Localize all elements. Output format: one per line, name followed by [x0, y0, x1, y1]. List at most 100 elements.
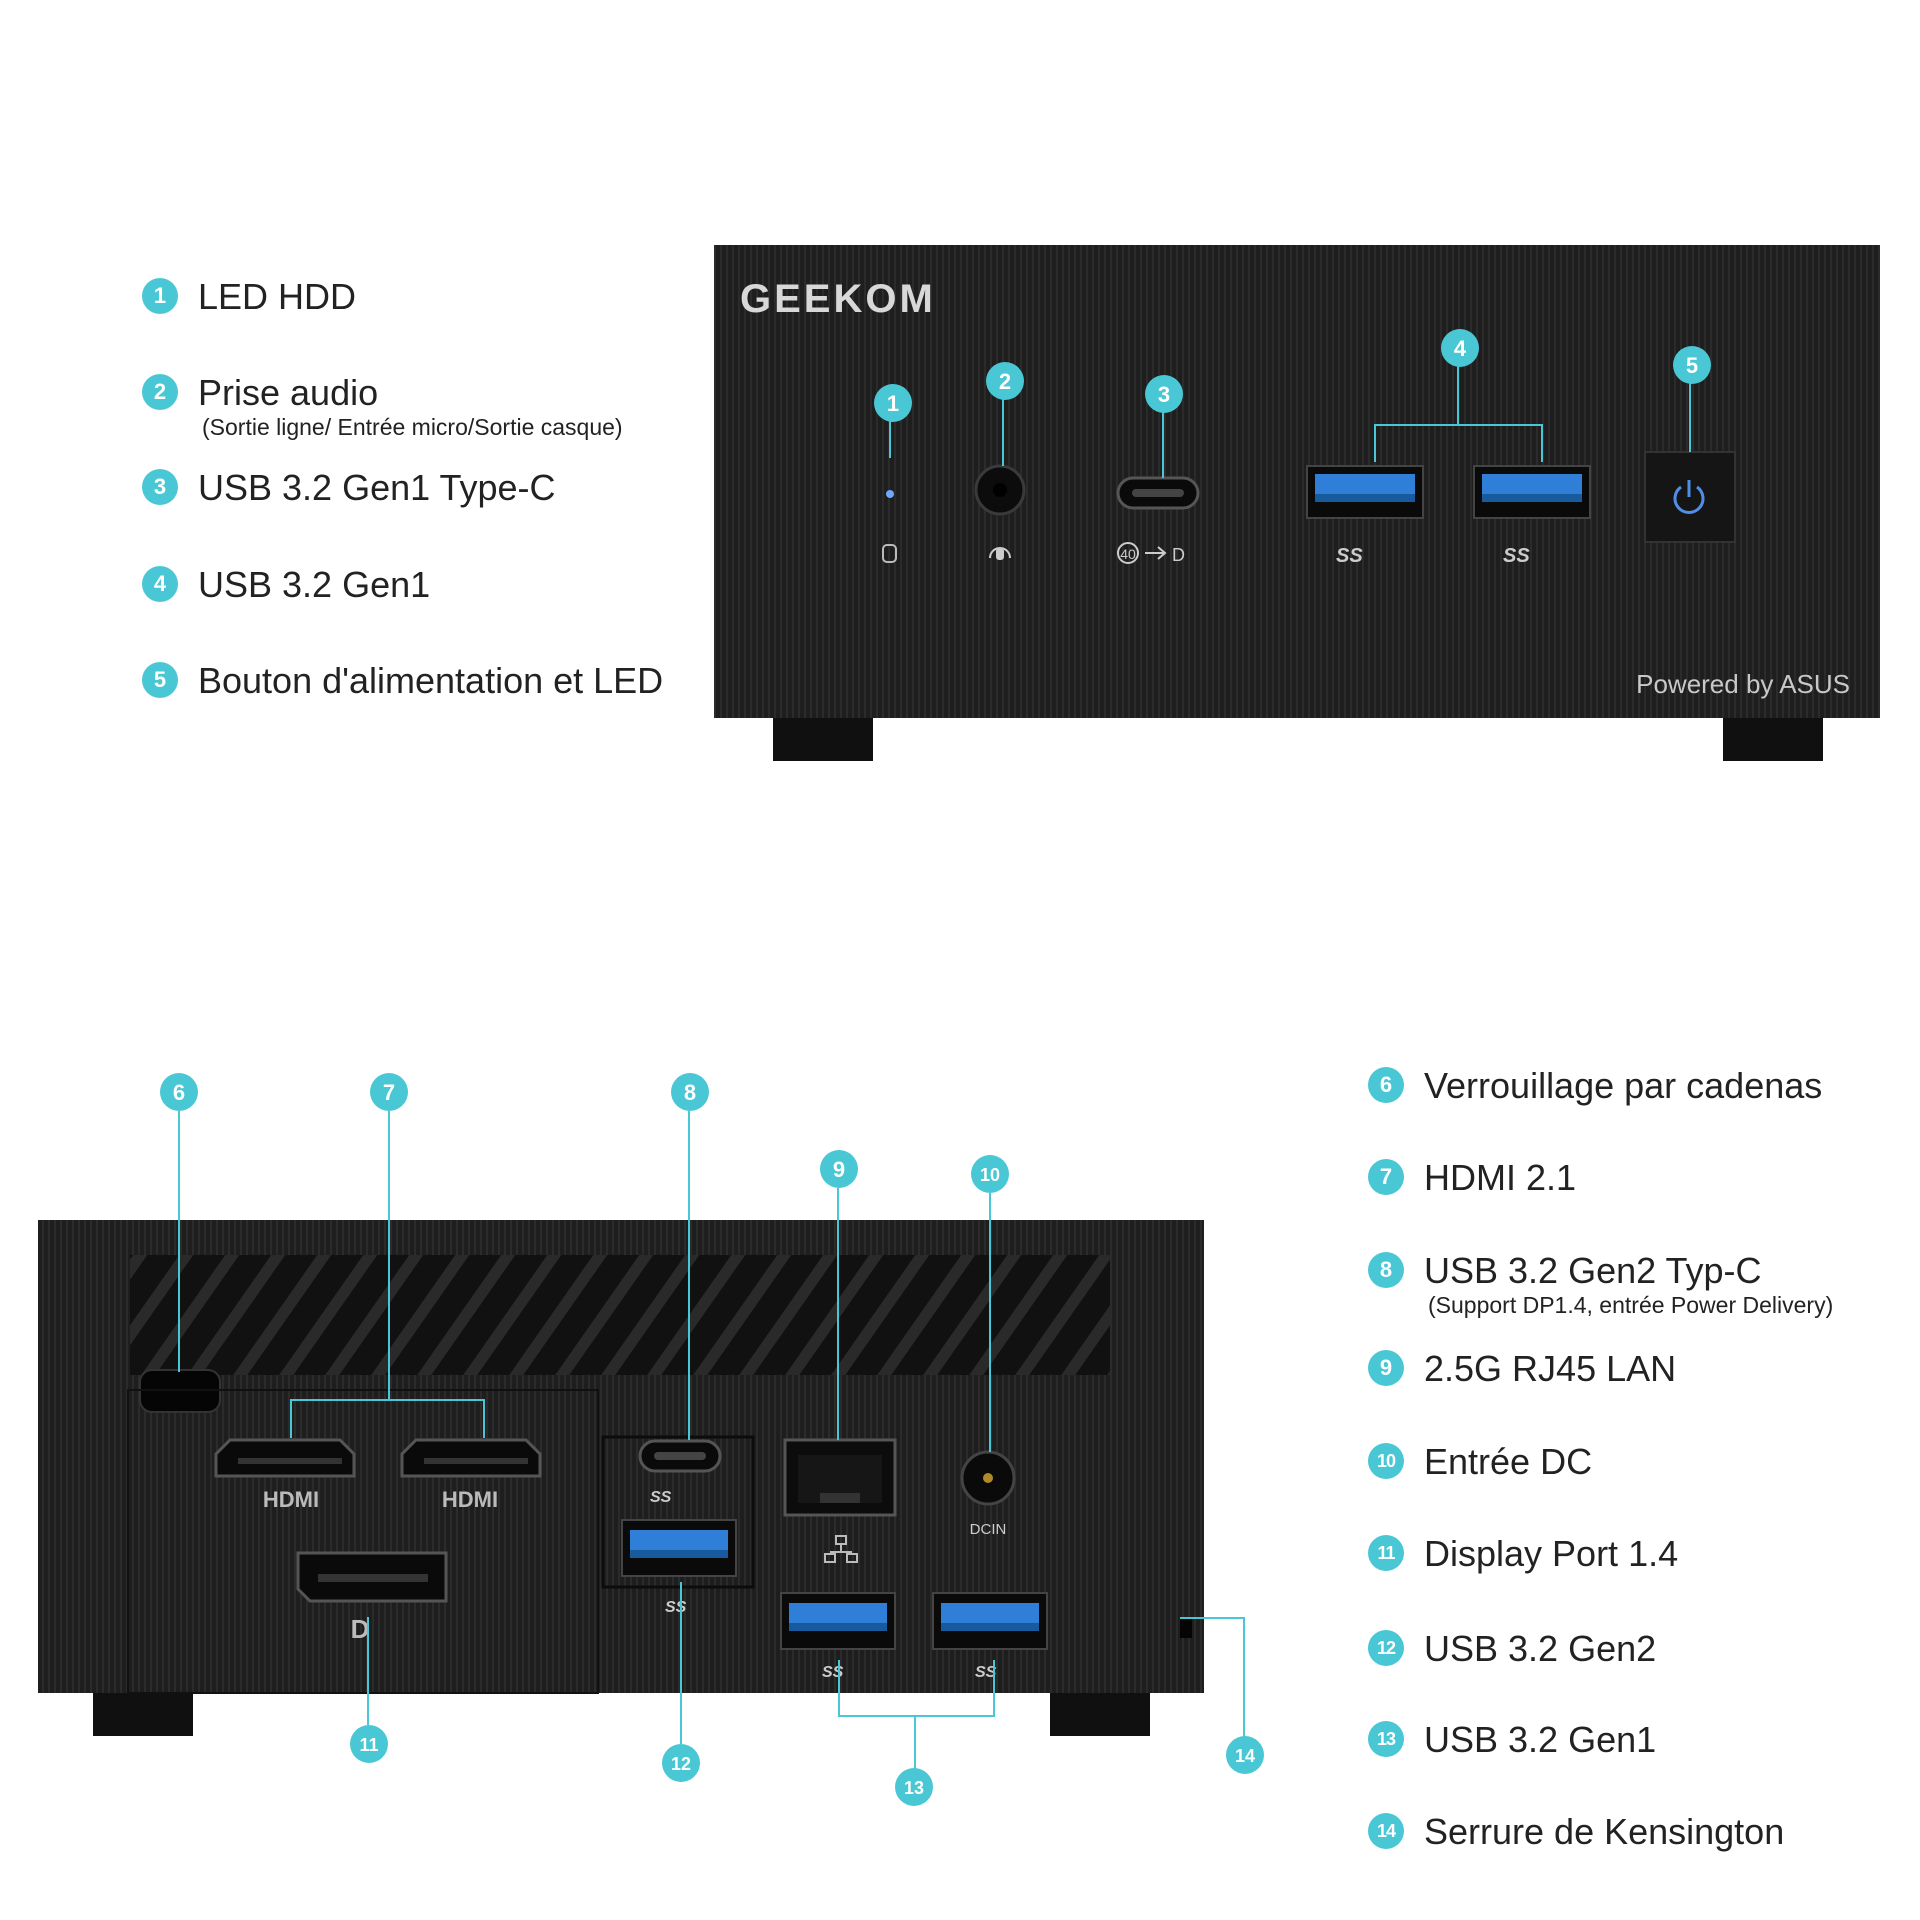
legend-item-6: 6 Verrouillage par cadenas [1368, 1067, 1822, 1105]
legend-item-13: 13 USB 3.2 Gen1 [1368, 1721, 1656, 1759]
legend-label: LED HDD [198, 276, 357, 317]
callout-badge [874, 384, 912, 422]
legend-label: Display Port 1.4 [1424, 1533, 1679, 1574]
svg-text:1: 1 [887, 391, 899, 416]
hdmi-label: HDMI [263, 1487, 319, 1512]
number-badge: 2 [142, 374, 178, 410]
svg-text:13: 13 [904, 1778, 924, 1798]
hdd-led [886, 490, 894, 498]
thunderbolt-dp-icon: 40 D [1117, 542, 1185, 565]
legend-label: USB 3.2 Gen2 [1424, 1628, 1657, 1669]
legend-label: Entrée DC [1424, 1441, 1593, 1482]
superspeed-icon: SS [1336, 545, 1363, 567]
disk-icon [882, 544, 897, 563]
number-badge: 5 [142, 662, 178, 698]
hdmi-port [400, 1438, 542, 1478]
hdmi-label: HDMI [442, 1487, 498, 1512]
callout-badge [1226, 1736, 1264, 1774]
callout-badge [895, 1768, 933, 1806]
dc-in-label: DCIN [970, 1521, 1007, 1538]
headset-icon [989, 547, 1011, 560]
number-badge: 1 [142, 278, 178, 314]
legend-sublabel: (Sortie ligne/ Entrée micro/Sortie casqu… [202, 414, 623, 440]
svg-text:7: 7 [383, 1080, 395, 1105]
legend-item-2: 2 Prise audio(Sortie ligne/ Entrée micro… [142, 374, 623, 442]
legend-item-11: 11 Display Port 1.4 [1368, 1535, 1678, 1573]
svg-text:40: 40 [1120, 546, 1136, 562]
brand-logo: GEEKOM [740, 277, 936, 321]
number-badge: 12 [1368, 1630, 1404, 1666]
powered-by-text: Powered by ASUS [1636, 669, 1850, 699]
legend-label: USB 3.2 Gen2 Typ-C [1424, 1250, 1762, 1291]
number-badge: 7 [1368, 1159, 1404, 1195]
svg-text:11: 11 [359, 1735, 378, 1755]
svg-text:10: 10 [980, 1165, 1000, 1185]
number-badge: 3 [142, 469, 178, 505]
callout-badge [986, 362, 1024, 400]
callout-badge [820, 1150, 858, 1188]
superspeed-icon: SS [822, 1664, 844, 1681]
legend-label: Serrure de Kensington [1424, 1811, 1785, 1852]
callout-badge [1673, 346, 1711, 384]
network-icon [824, 1535, 858, 1563]
svg-text:5: 5 [1686, 353, 1698, 378]
device-foot [1050, 1690, 1150, 1736]
device-foot [1723, 715, 1823, 761]
legend-label: HDMI 2.1 [1424, 1157, 1577, 1198]
svg-text:4: 4 [1454, 336, 1467, 361]
kensington-slot [1180, 1618, 1192, 1638]
superspeed-icon: SS [975, 1664, 997, 1681]
legend-item-9: 9 2.5G RJ45 LAN [1368, 1350, 1676, 1388]
device-foot [773, 715, 873, 761]
callout-badge [662, 1744, 700, 1782]
number-badge: 8 [1368, 1252, 1404, 1288]
svg-text:14: 14 [1235, 1746, 1255, 1766]
rj45-port [783, 1438, 897, 1517]
air-vent [130, 1255, 1110, 1375]
svg-text:8: 8 [684, 1080, 696, 1105]
superspeed-icon: SS [650, 1489, 672, 1506]
callout-badge [1441, 329, 1479, 367]
legend-label: USB 3.2 Gen1 [1424, 1719, 1657, 1760]
legend-label: Verrouillage par cadenas [1424, 1065, 1823, 1106]
hdmi-port [214, 1438, 356, 1478]
superspeed-icon: SS [1503, 545, 1530, 567]
svg-text:9: 9 [833, 1157, 845, 1182]
callout-badge [671, 1073, 709, 1111]
usb-a-port [932, 1592, 1048, 1650]
rear-panel-illustration: HDMI HDMI D SS SS DCIN SS [38, 1073, 1264, 1806]
legend-item-8: 8 USB 3.2 Gen2 Typ-C(Support DP1.4, entr… [1368, 1252, 1833, 1320]
displayport-icon: D [351, 1614, 370, 1644]
callout-badge [350, 1725, 388, 1763]
usb-a-port [1473, 465, 1591, 519]
number-badge: 11 [1368, 1535, 1404, 1571]
number-badge: 9 [1368, 1350, 1404, 1386]
legend-item-12: 12 USB 3.2 Gen2 [1368, 1630, 1656, 1668]
legend-item-3: 3 USB 3.2 Gen1 Type-C [142, 469, 556, 507]
svg-text:6: 6 [173, 1080, 185, 1105]
legend-item-14: 14 Serrure de Kensington [1368, 1813, 1784, 1851]
legend-label: USB 3.2 Gen1 [198, 564, 431, 605]
number-badge: 10 [1368, 1443, 1404, 1479]
legend-sublabel: (Support DP1.4, entrée Power Delivery) [1428, 1292, 1834, 1318]
number-badge: 13 [1368, 1721, 1404, 1757]
number-badge: 4 [142, 566, 178, 602]
legend-item-4: 4 USB 3.2 Gen1 [142, 566, 430, 604]
svg-text:D: D [1172, 545, 1185, 565]
legend-label: Bouton d'alimentation et LED [198, 660, 664, 701]
callout-badge [971, 1155, 1009, 1193]
svg-text:2: 2 [999, 369, 1011, 394]
number-badge: 14 [1368, 1813, 1404, 1849]
superspeed-icon: SS [665, 1599, 687, 1616]
callout-badge [160, 1073, 198, 1111]
device-foot [93, 1690, 193, 1736]
legend-label: USB 3.2 Gen1 Type-C [198, 467, 556, 508]
legend-item-7: 7 HDMI 2.1 [1368, 1159, 1576, 1197]
legend-item-1: 1 LED HDD [142, 278, 356, 316]
callout-badge [1145, 375, 1183, 413]
legend-item-10: 10 Entrée DC [1368, 1443, 1592, 1481]
front-panel-illustration: GEEKOM Powered by ASUS 40 D SS SS [714, 245, 1880, 761]
callout-badge [370, 1073, 408, 1111]
power-icon [1673, 480, 1705, 514]
legend-label: Prise audio [198, 372, 379, 413]
